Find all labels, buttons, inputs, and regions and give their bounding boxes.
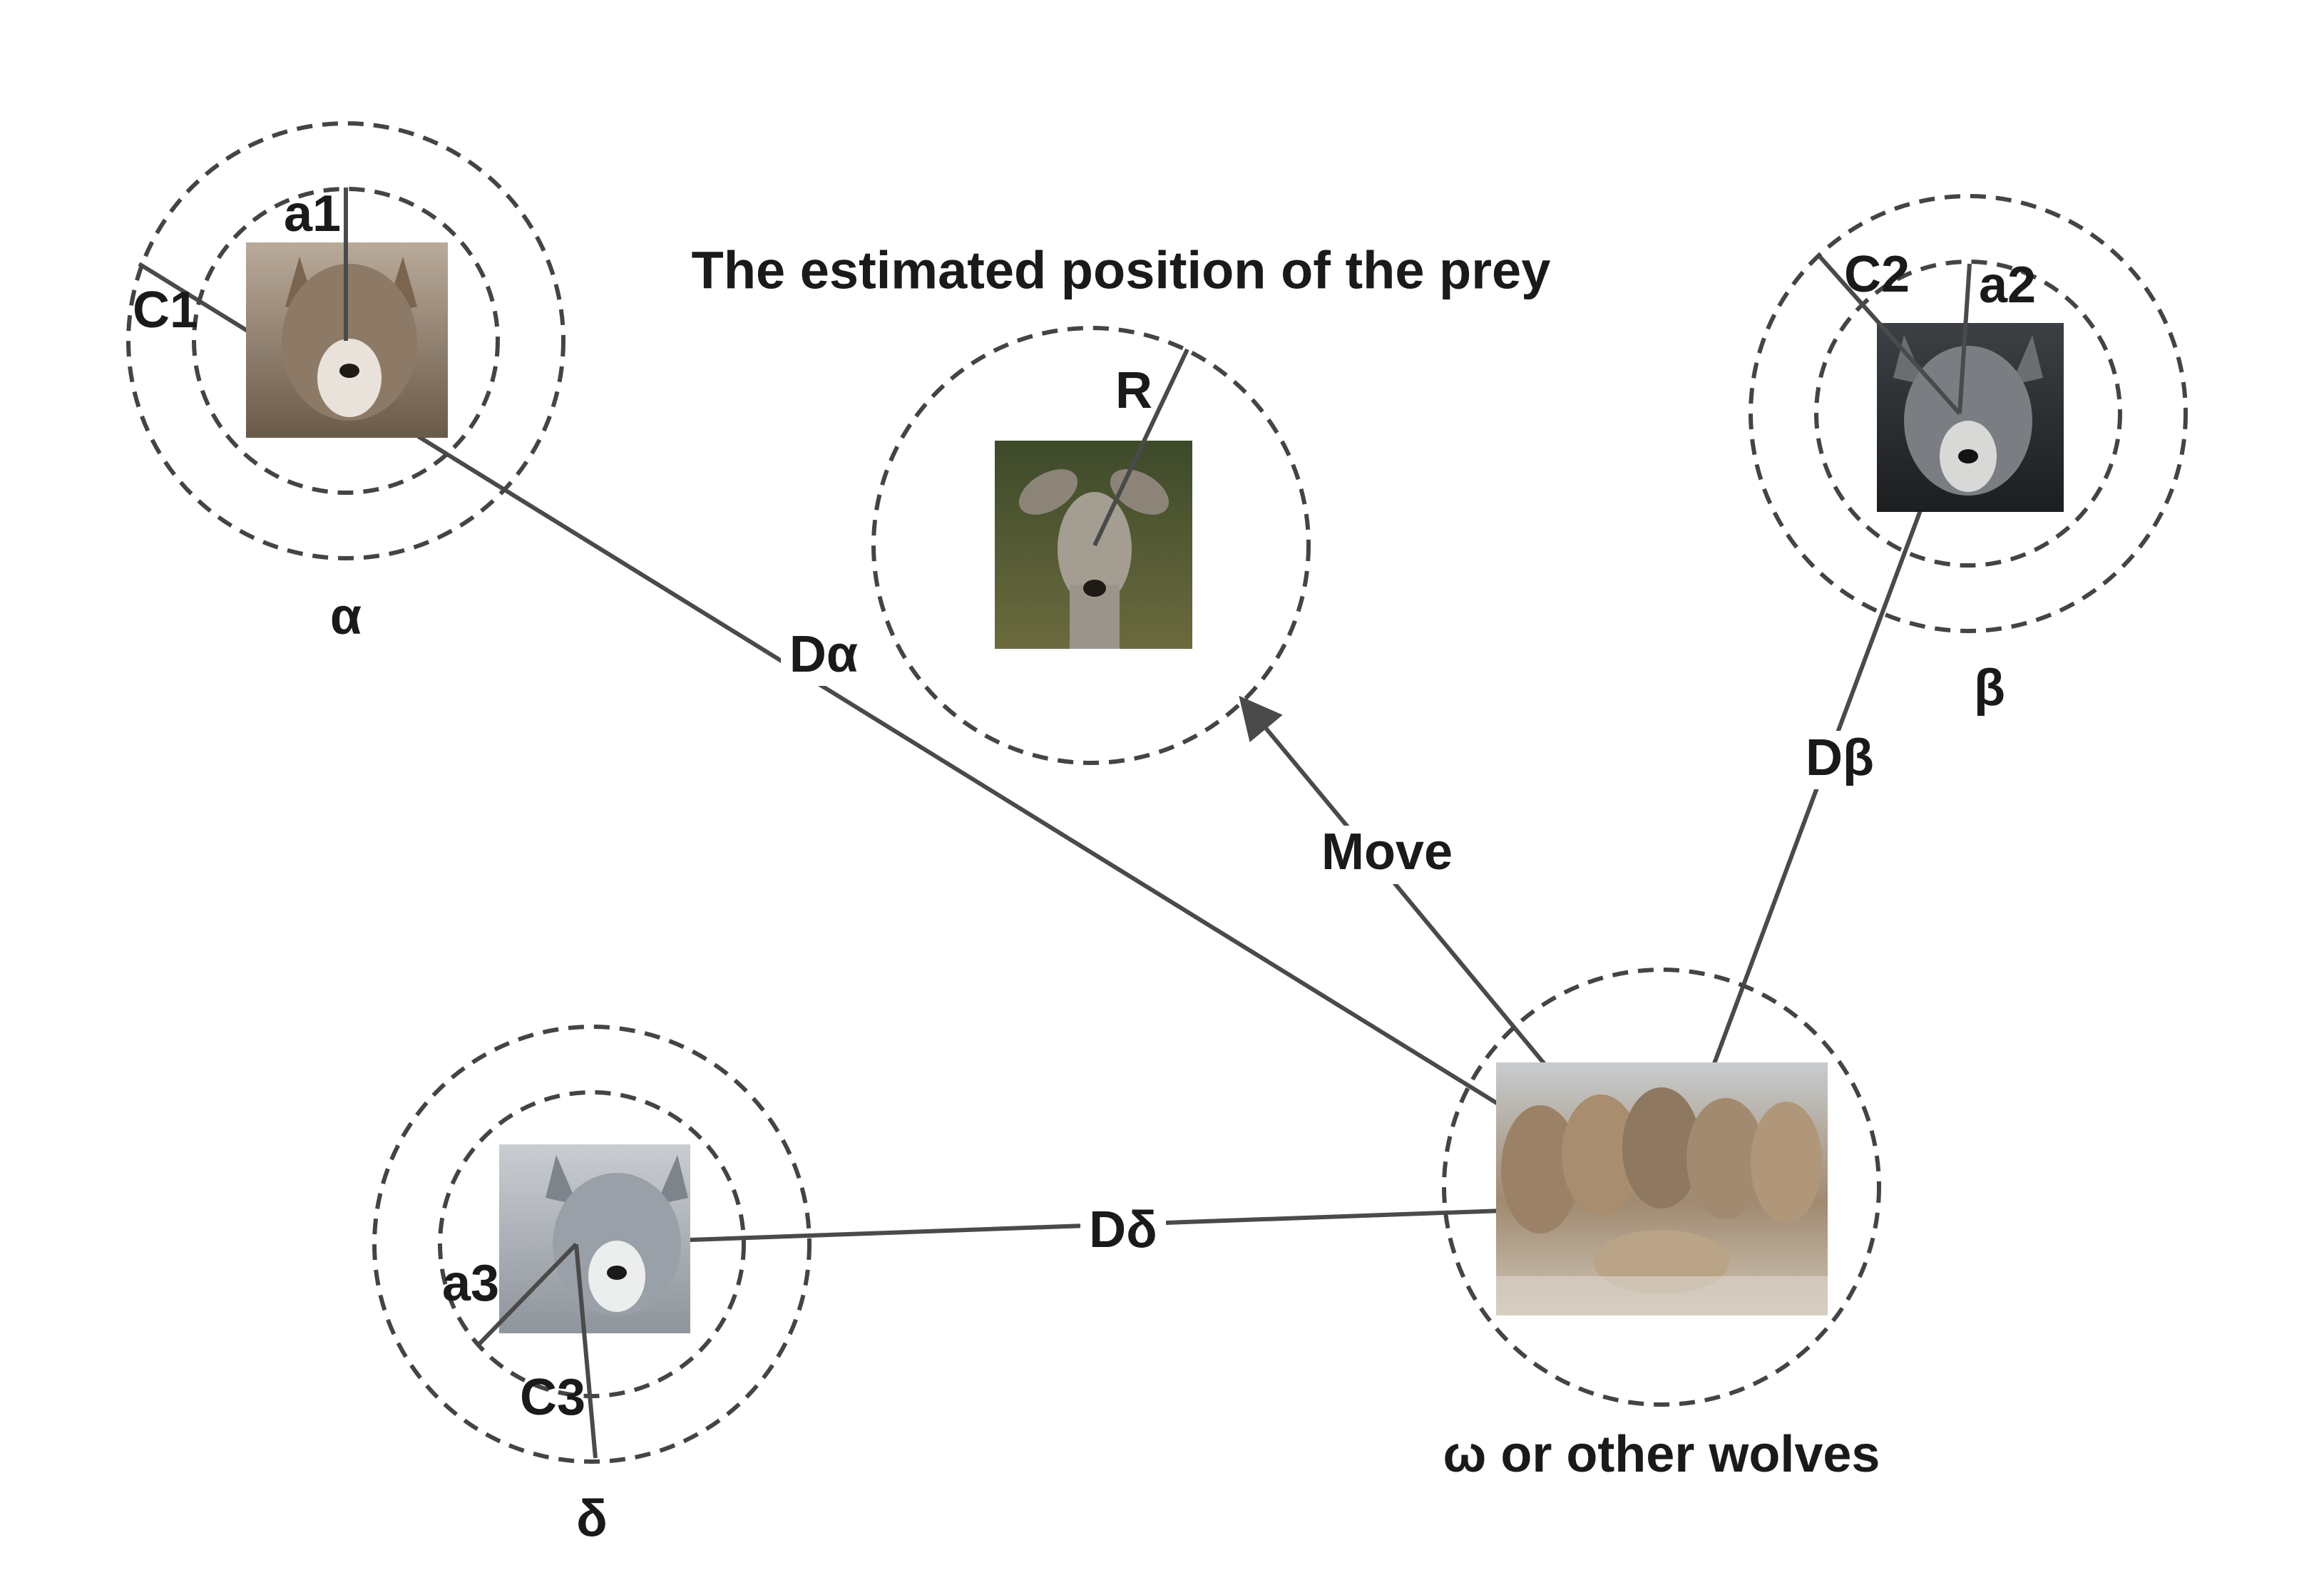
delta-c3-radius [574, 1243, 598, 1459]
delta-wolf-photo [499, 1144, 690, 1333]
d-beta-label: Dβ [1806, 729, 1874, 786]
d-alpha-label-group: Dα [781, 626, 866, 686]
beta-inner-ring [1814, 260, 2122, 568]
delta-label: δ [576, 1490, 608, 1547]
omega-ring [1442, 968, 1881, 1407]
prey-deer-photo [995, 441, 1192, 649]
d-alpha-label: Dα [789, 626, 858, 683]
alpha-a1-label: a1 [284, 185, 341, 242]
prey-r-radius [1092, 348, 1189, 547]
beta-outer-ring [1749, 194, 2188, 633]
alpha-label: α [330, 588, 362, 645]
d-beta-label-group: Dβ [1797, 729, 1883, 789]
d-delta-label: Dδ [1089, 1201, 1157, 1258]
prey-group: The estimated position of the prey R [692, 241, 1551, 765]
beta-label: β [1974, 660, 2005, 717]
beta-a2-radius [1957, 263, 1972, 414]
prey-r-label: R [1115, 362, 1152, 419]
alpha-c1-label: C1 [133, 282, 198, 339]
delta-outer-ring [372, 1025, 812, 1464]
move-label: Move [1321, 824, 1453, 881]
prey-title: The estimated position of the prey [692, 241, 1551, 300]
alpha-outer-ring [126, 121, 565, 560]
delta-a3-radius [477, 1242, 578, 1346]
delta-a3-label: a3 [442, 1255, 499, 1312]
beta-wolf-group: C2 a2 β [1749, 194, 2188, 717]
move-label-group: Move [1312, 824, 1458, 884]
beta-c2-label: C2 [1844, 246, 1910, 303]
delta-c3-label: C3 [520, 1369, 585, 1426]
beta-c2-radius [1818, 255, 1962, 415]
alpha-wolf-group: a1 C1 α [126, 121, 565, 645]
prey-ring [871, 326, 1311, 765]
beta-wolf-photo [1877, 323, 2064, 512]
omega-pack-photo [1496, 1062, 1828, 1315]
alpha-inner-ring [192, 187, 500, 495]
delta-wolf-group: a3 C3 δ [372, 1025, 812, 1547]
beta-a2-label: a2 [1979, 257, 2036, 314]
d-delta-label-group: Dδ [1080, 1201, 1166, 1262]
omega-pack-group: ω or other wolves [1442, 968, 1881, 1483]
omega-label: ω or other wolves [1443, 1426, 1880, 1483]
alpha-wolf-photo [246, 242, 448, 438]
